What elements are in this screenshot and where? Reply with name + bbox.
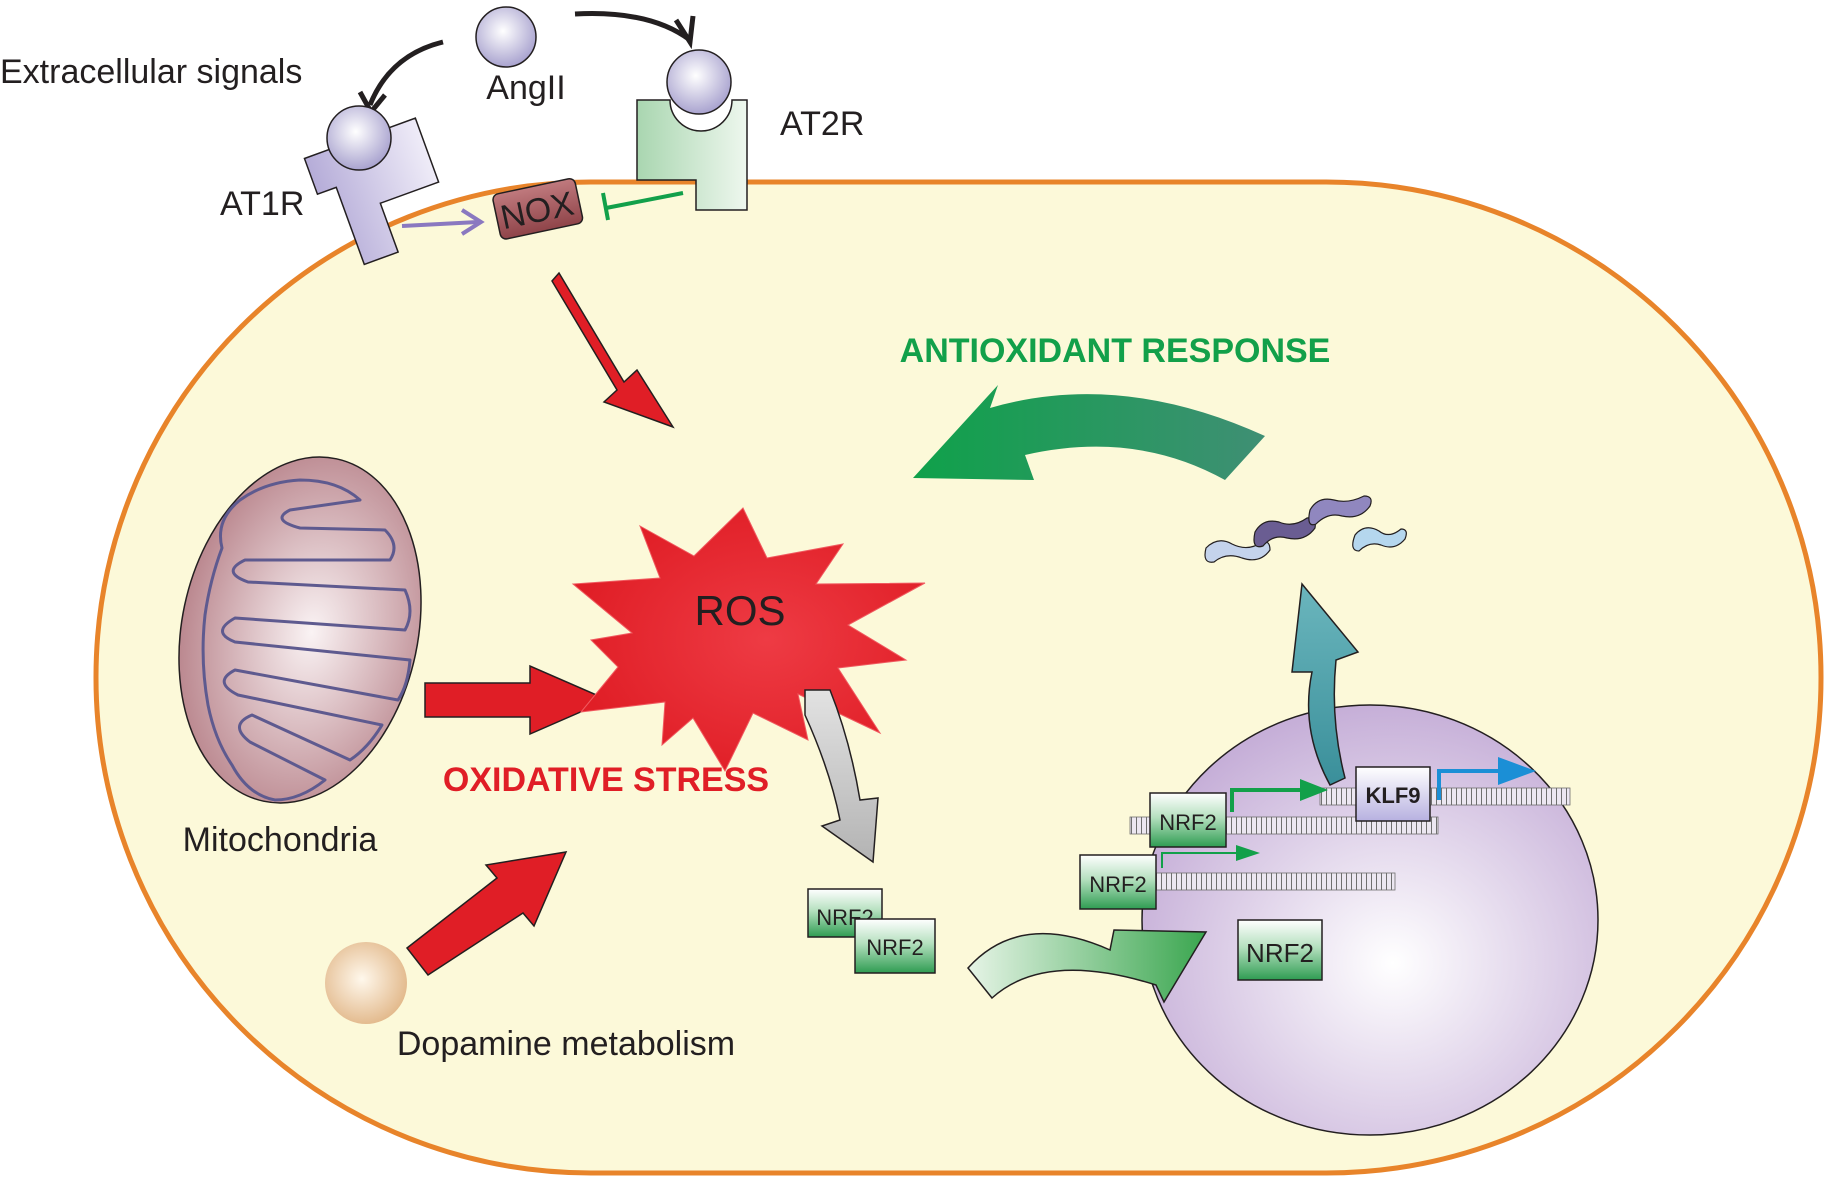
nrf2-transcription-arrow-upper xyxy=(1230,788,1312,812)
nrf2-nucleus-label: NRF2 xyxy=(1246,938,1314,968)
at1r-ligand xyxy=(326,105,392,171)
dopamine-to-ros-arrow xyxy=(405,851,568,977)
angii-to-at1r-arrow xyxy=(367,39,444,106)
nox-enzyme xyxy=(492,177,584,240)
dna-strand-lower xyxy=(1154,872,1396,891)
nrf2-nucleus-box xyxy=(1237,919,1323,981)
at1r-label: AT1R xyxy=(220,185,304,223)
protein-squiggle-1 xyxy=(1204,540,1271,563)
mitochondrion-inner-membrane xyxy=(201,478,412,802)
klf9-gene-box xyxy=(1355,766,1431,822)
nrf2-dna-box-lower xyxy=(1079,854,1157,910)
nrf2-cytoplasm-box-front xyxy=(854,918,936,974)
ros-label: ROS xyxy=(694,587,785,634)
at2r-ligand xyxy=(666,49,732,115)
angii-label: AngII xyxy=(486,69,565,107)
ros-to-nrf2-arrow xyxy=(804,689,879,864)
mitochondria-label: Mitochondria xyxy=(183,821,378,859)
nucleus xyxy=(1141,704,1599,1136)
at1r-activates-nox-arrow xyxy=(401,220,479,228)
nox-to-ros-arrow xyxy=(551,271,675,429)
extracellular-signals-label: Extracellular signals xyxy=(0,53,302,91)
angii-to-at2r-arrow xyxy=(574,11,692,43)
nrf2-dna-label-upper: NRF2 xyxy=(1159,810,1216,835)
nrf2-cytoplasm-label-front: NRF2 xyxy=(866,935,923,960)
protein-squiggle-4 xyxy=(1352,527,1407,552)
protein-squiggle-3 xyxy=(1308,495,1372,526)
nrf2-dna-label-lower: NRF2 xyxy=(1089,872,1146,897)
klf9-label: KLF9 xyxy=(1366,783,1421,808)
protein-squiggle-2 xyxy=(1253,517,1316,548)
klf9-transcription-arrowhead xyxy=(1498,757,1536,785)
klf9-export-arrow xyxy=(1291,582,1360,786)
nrf2-dna-box-upper xyxy=(1149,792,1227,848)
klf9-transcription-arrow xyxy=(1437,769,1506,800)
nrf2-transcription-arrowhead-lower xyxy=(1236,845,1260,861)
mitochondrion xyxy=(178,456,422,804)
oxidative-stress-label: OXIDATIVE STRESS xyxy=(443,761,769,799)
angii-to-at2r-arrowhead xyxy=(673,15,696,50)
at1r-activates-nox-arrowhead xyxy=(460,208,485,236)
ros-burst xyxy=(571,507,926,773)
nrf2-nuclear-import-arrow xyxy=(967,929,1208,1004)
at2r-inhibits-nox-line xyxy=(605,191,684,210)
dopamine-vesicle xyxy=(325,942,407,1024)
dopamine-metabolism-label: Dopamine metabolism xyxy=(397,1025,735,1063)
at2r-inhibits-nox-bar xyxy=(601,192,610,221)
antioxidant-response-arrow xyxy=(913,385,1265,480)
angii-ligand xyxy=(475,6,537,68)
nrf2-transcription-arrowhead-upper xyxy=(1300,779,1328,801)
nrf2-transcription-arrow-lower xyxy=(1161,852,1242,868)
mitochondria-to-ros-arrow xyxy=(424,664,610,736)
at2r-label: AT2R xyxy=(780,105,864,143)
antioxidant-response-label: ANTIOXIDANT RESPONSE xyxy=(900,332,1331,370)
at2r-receptor xyxy=(636,99,748,211)
